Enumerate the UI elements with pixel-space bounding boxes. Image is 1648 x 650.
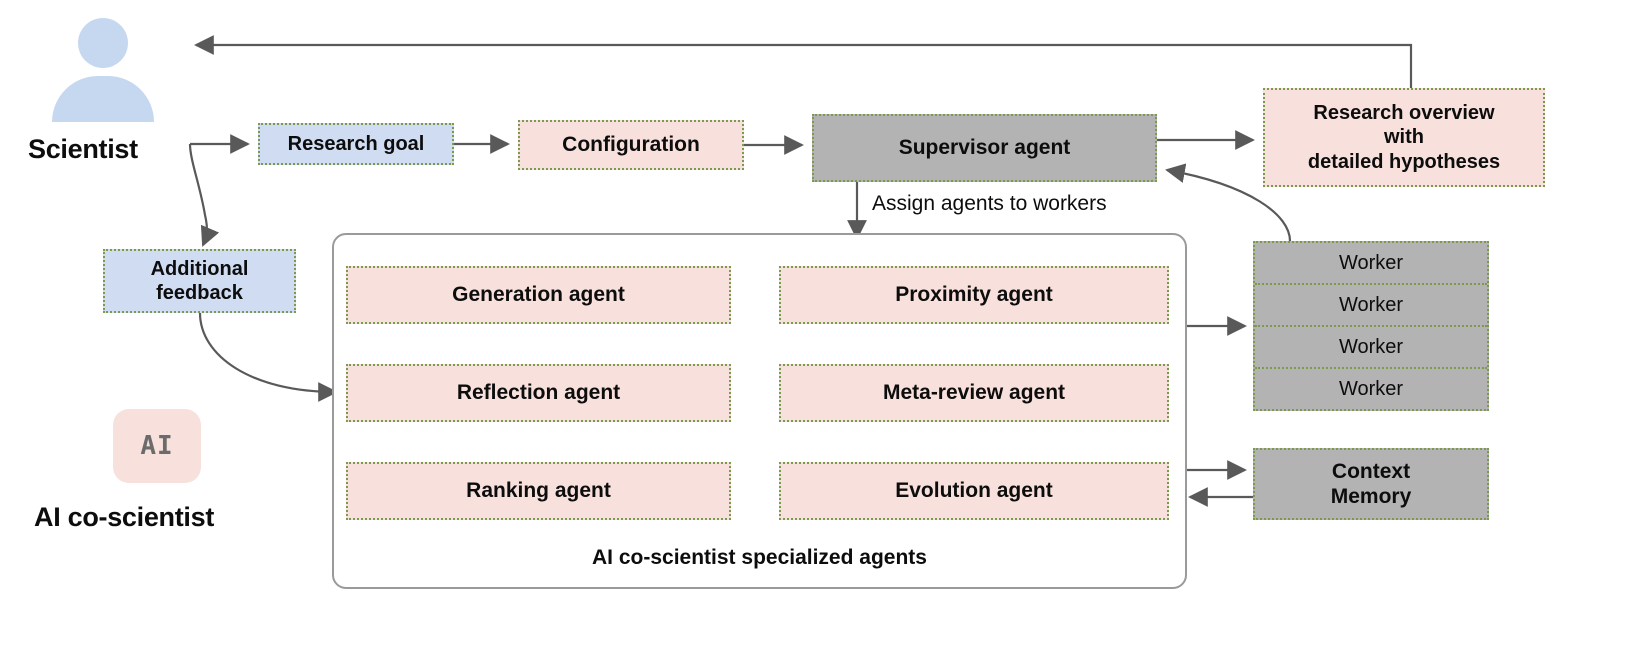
worker-row[interactable]: Worker — [1255, 285, 1487, 327]
node-additional-feedback[interactable]: Additional feedback — [103, 249, 296, 313]
node-configuration[interactable]: Configuration — [518, 120, 744, 170]
node-evolution-agent[interactable]: Evolution agent — [779, 462, 1169, 520]
edge-overview-to-scientist — [194, 35, 1413, 88]
scientist-person-icon — [48, 18, 156, 123]
ai-co-scientist-label: AI co-scientist — [34, 502, 215, 532]
edge-feedback-to-reflection — [198, 312, 338, 402]
feedback-line-1: Additional — [150, 257, 249, 280]
overview-line-2: with — [1384, 126, 1424, 149]
edge-label-assign-agents: Assign agents to workers — [872, 192, 1107, 215]
worker-row[interactable]: Worker — [1255, 327, 1487, 369]
node-meta-review-agent[interactable]: Meta-review agent — [779, 364, 1169, 422]
scientist-label: Scientist — [28, 134, 138, 164]
node-proximity-agent[interactable]: Proximity agent — [779, 266, 1169, 324]
node-ranking-agent[interactable]: Ranking agent — [346, 462, 731, 520]
context-line-1: Context — [1331, 459, 1411, 483]
node-workers-stack[interactable]: Worker Worker Worker Worker — [1253, 241, 1489, 411]
node-research-overview[interactable]: Research overview with detailed hypothes… — [1263, 88, 1545, 187]
overview-line-1: Research overview — [1313, 101, 1495, 124]
node-reflection-agent[interactable]: Reflection agent — [346, 364, 731, 422]
person-body-shape — [52, 76, 154, 122]
worker-row[interactable]: Worker — [1338, 377, 1404, 400]
feedback-line-2: feedback — [156, 282, 243, 304]
overview-line-3: detailed hypotheses — [1307, 150, 1501, 173]
context-line-2: Memory — [1330, 485, 1412, 508]
worker-row[interactable]: Worker — [1255, 243, 1487, 285]
node-research-goal[interactable]: Research goal — [258, 123, 454, 165]
node-generation-agent[interactable]: Generation agent — [346, 266, 731, 324]
ai-chip-icon: AI — [113, 409, 201, 483]
person-head-shape — [78, 18, 128, 68]
node-supervisor-agent[interactable]: Supervisor agent — [812, 114, 1157, 182]
agents-panel-caption: AI co-scientist specialized agents — [592, 546, 927, 569]
node-context-memory[interactable]: Context Memory — [1253, 448, 1489, 520]
